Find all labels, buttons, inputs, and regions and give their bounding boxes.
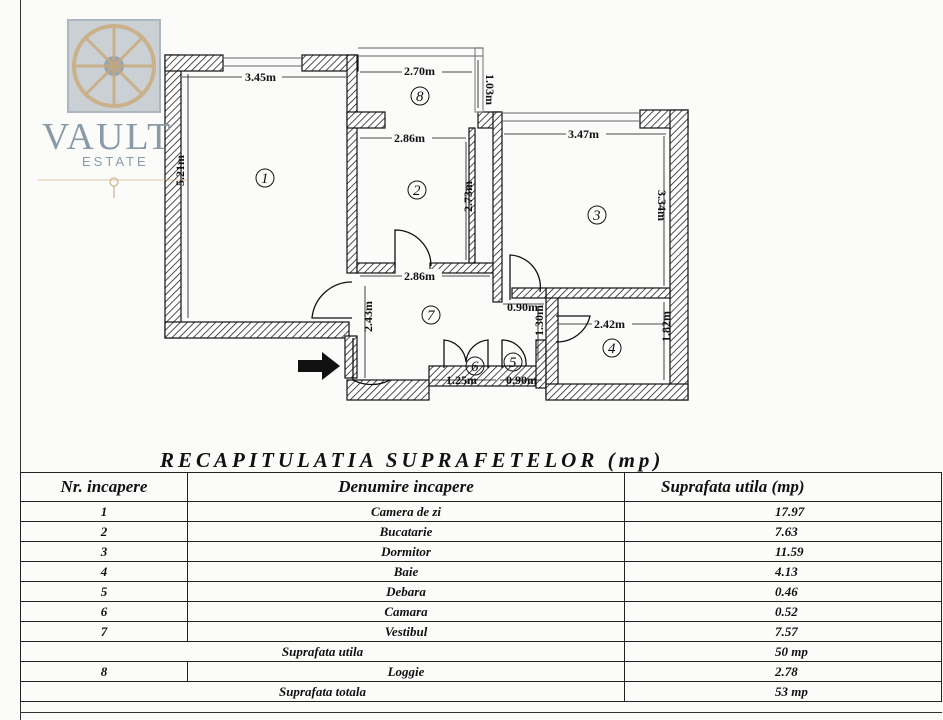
loggia-area: 2.78 — [624, 661, 942, 682]
summary-title: RECAPITULATIA SUPRAFETELOR (mp) — [160, 448, 665, 472]
row-nr: 2 — [20, 521, 188, 542]
row-name: Camara — [187, 601, 625, 622]
loggia-nr: 8 — [20, 661, 188, 682]
dim-0-90-lower: 0.90m — [506, 373, 537, 387]
logo-brand: VAULT — [42, 116, 173, 158]
room-label-2: 2 — [413, 183, 421, 199]
header-name: Denumire incapere — [187, 472, 625, 502]
dim-2-42: 2.42m — [594, 317, 625, 331]
row-area: 0.52 — [624, 601, 942, 622]
header-area: Suprafata utila (mp) — [624, 472, 942, 502]
dimension-labels: 3.45m 2.70m 1.03m 2.86m 3.47m 5.21m 2.73… — [173, 64, 673, 387]
row-area: 11.59 — [624, 541, 942, 562]
room-label-7: 7 — [427, 308, 436, 324]
row-area: 4.13 — [624, 561, 942, 582]
row-area: 17.97 — [624, 501, 942, 522]
header-nr: Nr. incapere — [20, 472, 188, 502]
dim-1-25: 1.25m — [446, 373, 477, 387]
dim-1-82: 1.82m — [659, 311, 673, 342]
room-label-8: 8 — [416, 89, 424, 105]
dim-3-45: 3.45m — [245, 70, 276, 84]
row-nr: 7 — [20, 621, 188, 642]
row-area: 0.46 — [624, 581, 942, 602]
row-name: Vestibul — [187, 621, 625, 642]
row-nr: 4 — [20, 561, 188, 582]
dim-5-21: 5.21m — [173, 155, 187, 186]
room-label-6: 6 — [471, 359, 479, 375]
room-label-4: 4 — [608, 341, 616, 357]
dim-2-73: 2.73m — [461, 181, 475, 212]
table-header-row: Nr. incapere Denumire incapere Suprafata… — [20, 472, 942, 502]
dim-2-86-bottom: 2.86m — [404, 269, 435, 283]
page-frame-bottom — [20, 712, 942, 713]
room-label-5: 5 — [509, 355, 517, 371]
vault-wheel-icon — [38, 19, 188, 198]
dim-3-34: 3.34m — [655, 190, 669, 221]
walls — [164, 47, 689, 401]
row-nr: 1 — [20, 501, 188, 522]
room-label-3: 3 — [592, 208, 601, 224]
windows — [223, 47, 640, 122]
page-frame-left — [20, 0, 21, 720]
entrance-arrow-icon — [298, 352, 340, 380]
total-area-value: 53 mp — [624, 681, 942, 702]
row-name: Camera de zi — [187, 501, 625, 522]
row-nr: 5 — [20, 581, 188, 602]
dim-1-03: 1.03m — [483, 74, 497, 105]
row-name: Bucatarie — [187, 521, 625, 542]
row-area: 7.57 — [624, 621, 942, 642]
useful-area-value: 50 mp — [624, 641, 942, 662]
dim-2-70: 2.70m — [404, 64, 435, 78]
dim-2-43: 2.43m — [361, 301, 375, 332]
area-summary-table: Nr. incapere Denumire incapere Suprafata… — [20, 472, 942, 702]
dim-0-90-upper: 0.90m — [507, 300, 538, 314]
dim-2-86-top: 2.86m — [394, 131, 425, 145]
dim-3-47: 3.47m — [568, 127, 599, 141]
row-name: Dormitor — [187, 541, 625, 562]
floor-plan: 3.45m 2.70m 1.03m 2.86m 3.47m 5.21m 2.73… — [164, 47, 689, 401]
row-nr: 3 — [20, 541, 188, 562]
row-area: 7.63 — [624, 521, 942, 542]
logo-tagline: ESTATE — [82, 154, 149, 169]
row-name: Baie — [187, 561, 625, 582]
room-label-1: 1 — [261, 171, 269, 187]
row-name: Debara — [187, 581, 625, 602]
loggia-name: Loggie — [187, 661, 625, 682]
dim-1-30: 1.30m — [532, 305, 546, 336]
room-numbers — [255, 86, 622, 376]
doors — [311, 229, 591, 386]
row-nr: 6 — [20, 601, 188, 622]
total-area-label: Suprafata totala — [20, 681, 625, 702]
useful-area-label: Suprafata utila — [20, 641, 625, 662]
